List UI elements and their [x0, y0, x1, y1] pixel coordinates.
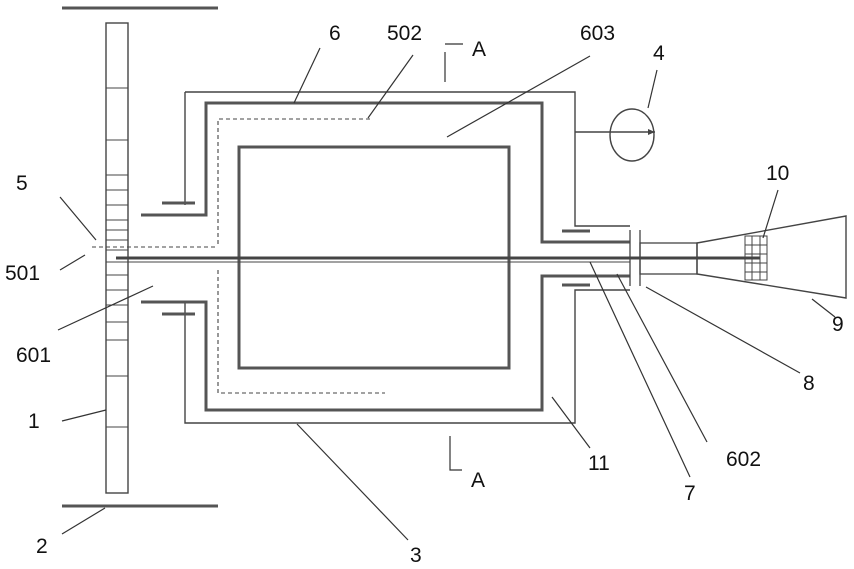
section-label-bottom: A — [471, 469, 485, 492]
label-5: 5 — [16, 172, 28, 195]
label-502: 502 — [387, 22, 422, 45]
dashed-channel — [218, 119, 385, 393]
label-7: 7 — [684, 482, 696, 505]
label-2: 2 — [36, 535, 48, 558]
label-9: 9 — [832, 313, 844, 336]
label-602: 602 — [726, 448, 761, 471]
label-3: 3 — [410, 544, 422, 567]
label-8: 8 — [803, 372, 815, 395]
label-6: 6 — [329, 22, 341, 45]
label-10: 10 — [766, 162, 789, 185]
label-4: 4 — [653, 42, 665, 65]
section-mark-bottom — [450, 436, 462, 470]
gauge — [610, 109, 654, 161]
label-1: 1 — [28, 410, 40, 433]
section-mark-top — [445, 44, 463, 82]
label-601: 601 — [16, 344, 51, 367]
section-label-top: A — [472, 38, 486, 61]
label-603: 603 — [580, 22, 615, 45]
label-501: 501 — [5, 262, 40, 285]
label-11: 11 — [588, 452, 610, 475]
inner-casing — [141, 103, 630, 242]
